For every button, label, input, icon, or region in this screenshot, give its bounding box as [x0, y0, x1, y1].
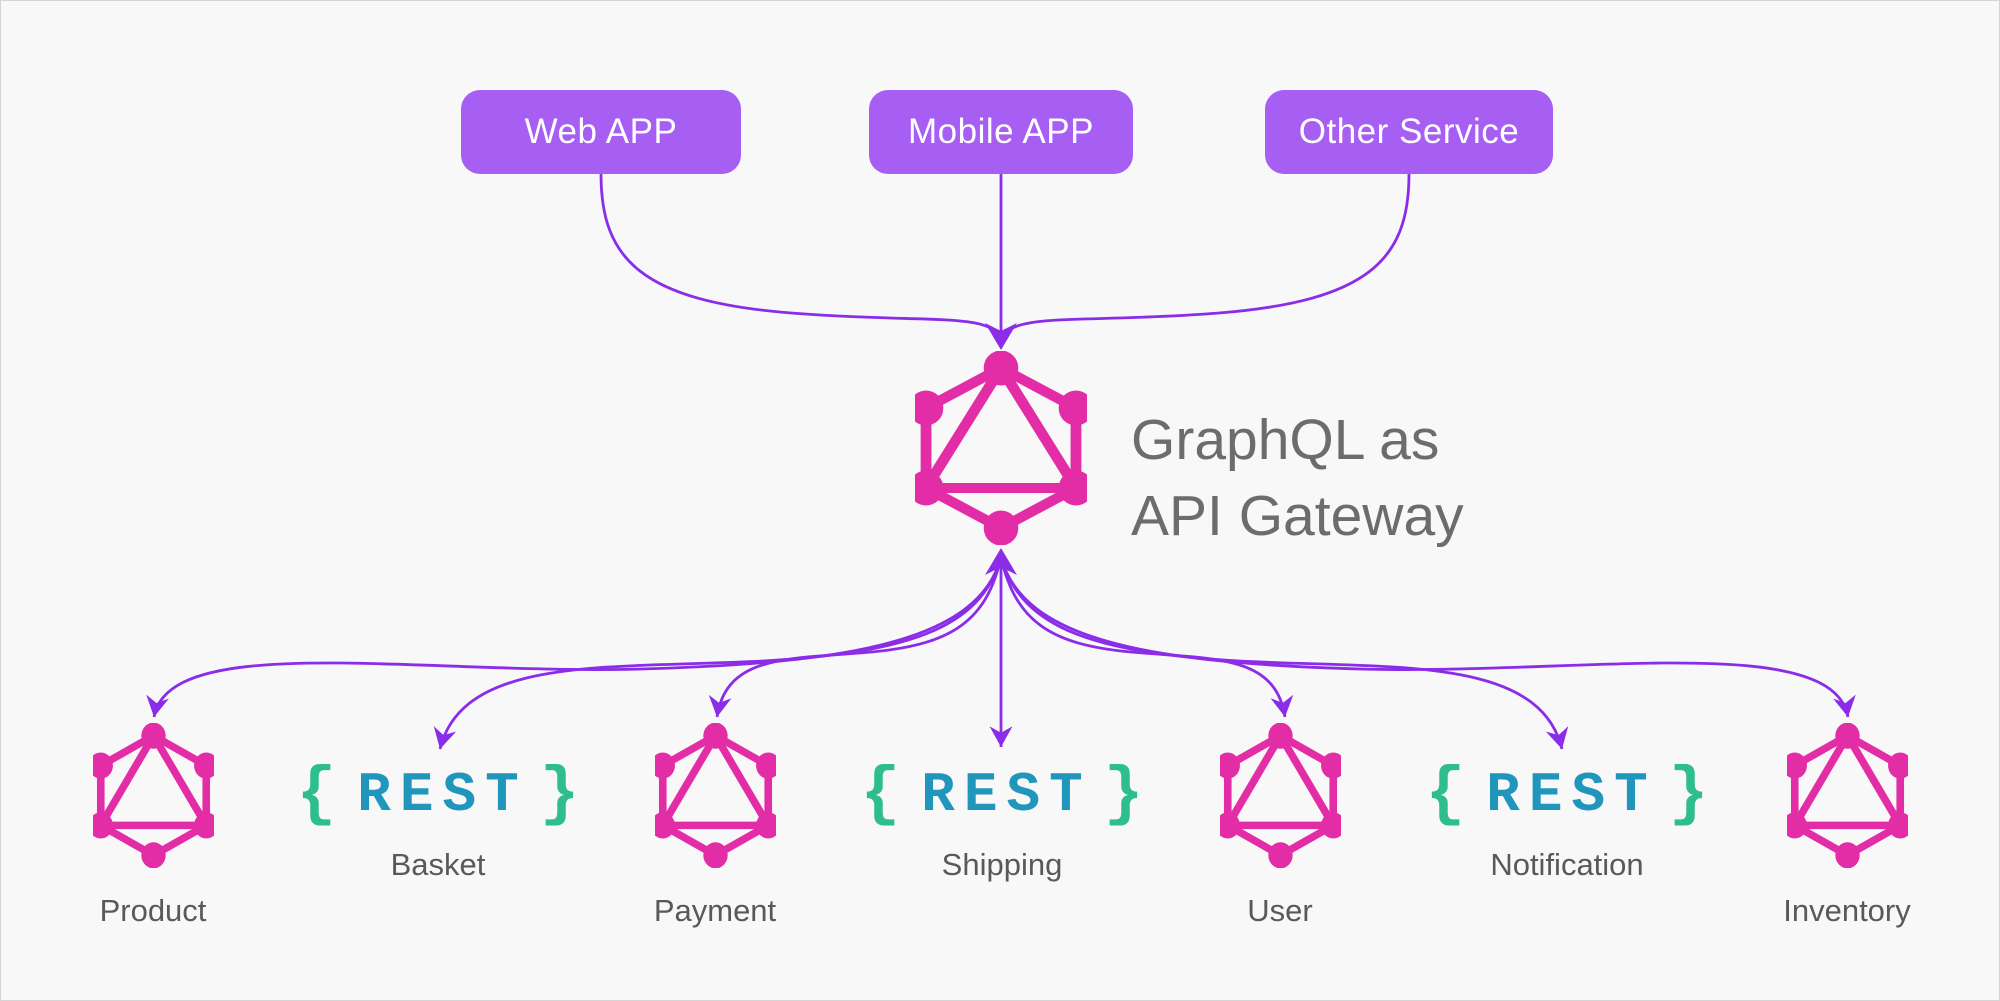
graphql-logo-icon: [1219, 723, 1341, 868]
gateway-title-line2: API Gateway: [1131, 484, 1464, 548]
edge-gateway-inventory: [999, 556, 1856, 718]
edge-gateway-payment: [708, 556, 1003, 718]
rest-brace-close: }: [1668, 757, 1709, 832]
rest-brace-open: {: [860, 757, 901, 832]
client-box-label: Other Service: [1298, 112, 1520, 151]
service-basket: { REST} Basket: [288, 723, 588, 883]
edge-webapp-gateway: [599, 173, 1003, 342]
service-label: Notification: [1490, 847, 1644, 882]
service-product: Product: [3, 723, 303, 929]
graphql-logo-icon: [915, 351, 1087, 545]
service-payment: Payment: [565, 723, 865, 929]
graphql-logo-icon: [654, 723, 776, 868]
service-shipping: { REST} Shipping: [852, 723, 1152, 883]
service-label: User: [1247, 893, 1313, 928]
rest-word: REST: [921, 763, 1092, 827]
rest-icon: { REST}: [1426, 759, 1709, 831]
rest-icon: { REST}: [861, 759, 1144, 831]
client-box-label: Mobile APP: [908, 112, 1094, 151]
gateway-title-line1: GraphQL as: [1131, 408, 1440, 472]
client-box-web-app: Web APP: [461, 90, 741, 174]
graphql-logo-icon: [92, 723, 214, 868]
service-label: Shipping: [941, 847, 1063, 882]
edge-gateway-user: [999, 556, 1294, 718]
graphql-logo-icon: [1786, 723, 1908, 868]
rest-icon: { REST}: [297, 759, 580, 831]
rest-word: REST: [357, 763, 528, 827]
service-user: User: [1130, 723, 1430, 929]
arrowhead-into-gateway-bottom: [985, 548, 1017, 575]
gateway-title: GraphQL as API Gateway: [1131, 402, 1464, 554]
graphql-logo-icon: [92, 723, 214, 868]
edge-gateway-basket: [433, 556, 1003, 750]
edge-otherservice-gateway: [999, 173, 1411, 342]
rest-word: REST: [1486, 763, 1657, 827]
service-label: Inventory: [1783, 893, 1911, 928]
service-inventory: Inventory: [1697, 723, 1997, 929]
graphql-logo-icon: [654, 723, 776, 868]
graphql-logo-icon: [1219, 723, 1341, 868]
client-box-other-service: Other Service: [1265, 90, 1553, 174]
service-label: Basket: [390, 847, 486, 882]
rest-brace-open: {: [296, 757, 337, 832]
rest-brace-close: }: [539, 757, 580, 832]
graphql-logo-icon: [1786, 723, 1908, 868]
arrowhead-into-gateway-top: [985, 323, 1017, 350]
client-box-label: Web APP: [524, 112, 678, 151]
rest-brace-open: {: [1425, 757, 1466, 832]
graphql-gateway-logo-icon: [915, 351, 1087, 545]
service-label: Product: [99, 893, 207, 928]
service-label: Payment: [653, 893, 777, 928]
edge-gateway-product: [146, 556, 1003, 718]
client-box-mobile-app: Mobile APP: [869, 90, 1133, 174]
rest-brace-close: }: [1103, 757, 1144, 832]
service-notification: { REST} Notification: [1417, 723, 1717, 883]
edge-gateway-notification: [999, 556, 1569, 750]
